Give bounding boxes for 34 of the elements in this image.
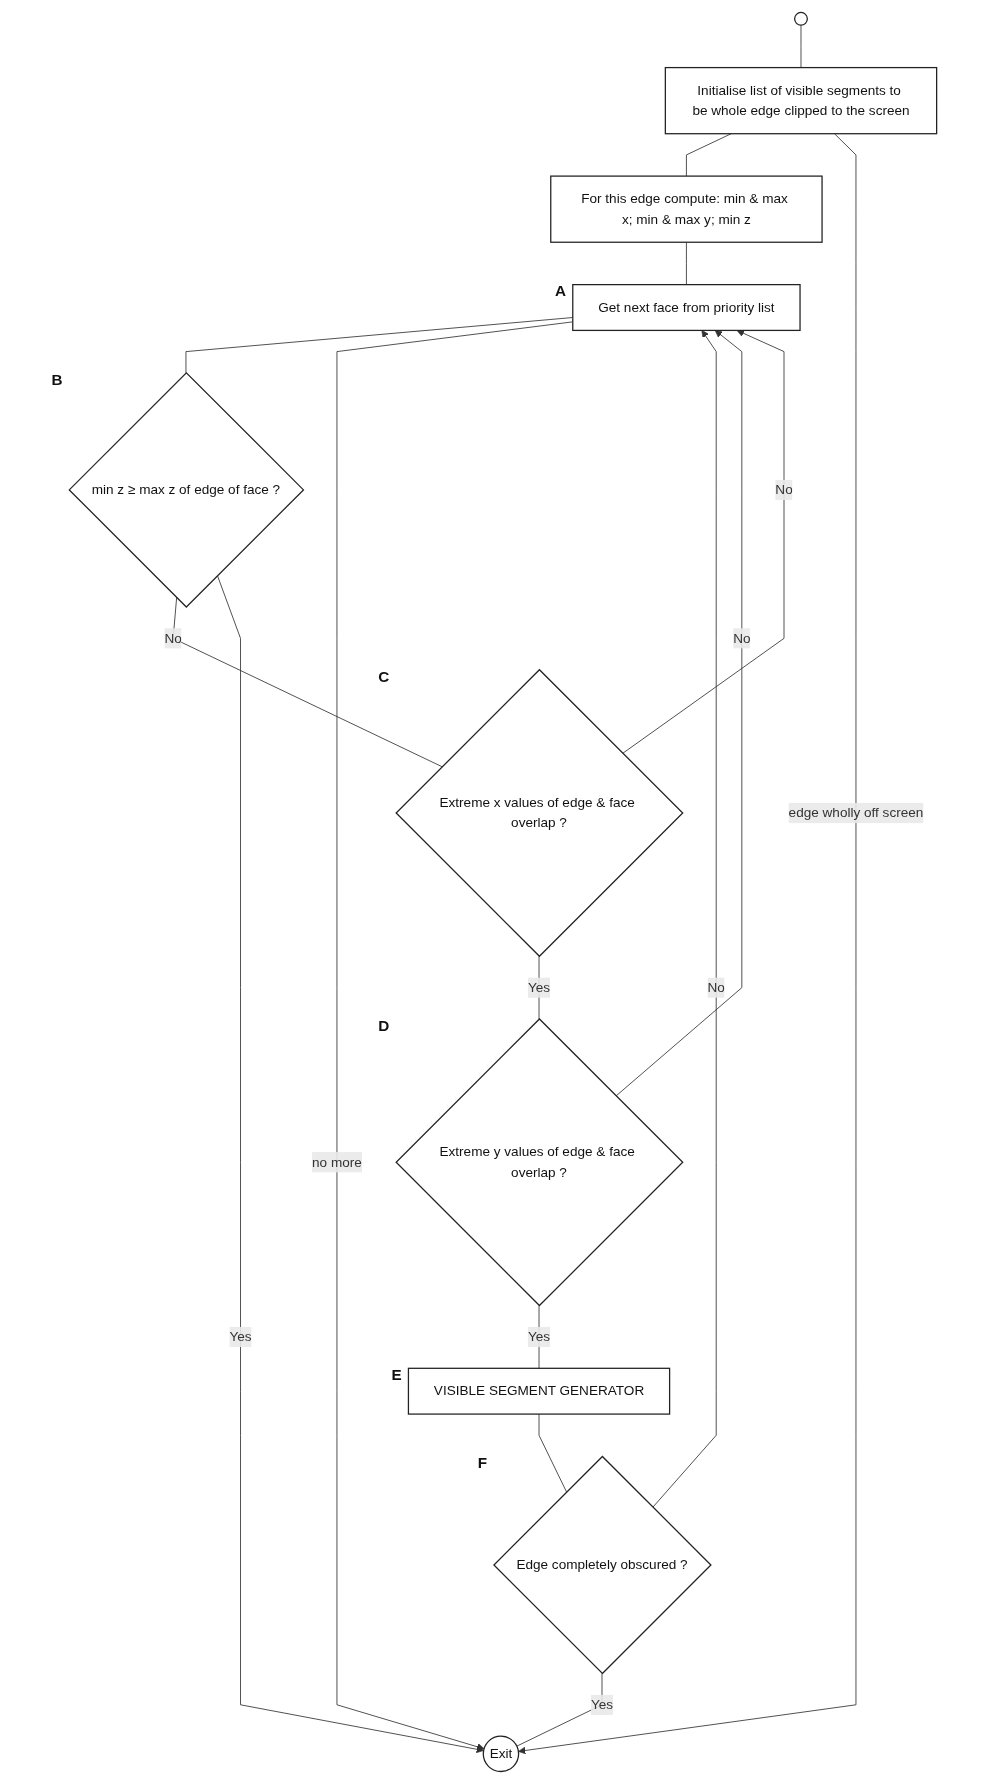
step-letter: E [391,1366,402,1384]
step-letter: F [477,1454,488,1472]
edge-label: edge wholly off screen [788,805,924,820]
edge-label: Yes [229,1329,252,1344]
step-letter: D [378,1016,390,1034]
connector [685,241,687,286]
connector [516,1673,603,1747]
node-diamond: Edge completely obscured ? [492,1455,712,1675]
node-box: VISIBLE SEGMENT GENERATOR [407,1367,671,1415]
step-letter: C [378,667,390,685]
edge-label: Yes [590,1697,613,1712]
node-box: Get next face from priority list [572,284,801,332]
edge-label: No [707,980,725,995]
connector [538,1413,567,1493]
step-letter: B [51,370,63,388]
connector [538,1305,540,1369]
connector [172,597,443,768]
edge-label: Yes [527,1329,551,1344]
node-diamond: min z ≥ max z of edge of face ? [68,371,305,608]
connector [800,24,802,68]
node-circle: Exit [482,1735,520,1773]
node-circle [793,11,808,26]
connector [685,133,732,177]
edge-label: No [733,630,751,646]
node-box: Initialise list of visible segments to be whole edge clipped to the screen [664,66,938,135]
node-box: For this edge compute: min & max x; min & max y; min z [550,175,823,243]
edge-label: no more [312,1154,362,1170]
edge-label: Yes [527,980,551,995]
node-diamond: Extreme x values of edge & face overlap ? [395,668,684,958]
connector [538,955,540,1020]
node-diamond: Extreme y values of edge & face overlap ? [395,1018,684,1307]
edge-label: No [164,630,182,646]
edge-label: No [775,482,793,497]
step-letter: A [554,282,566,300]
